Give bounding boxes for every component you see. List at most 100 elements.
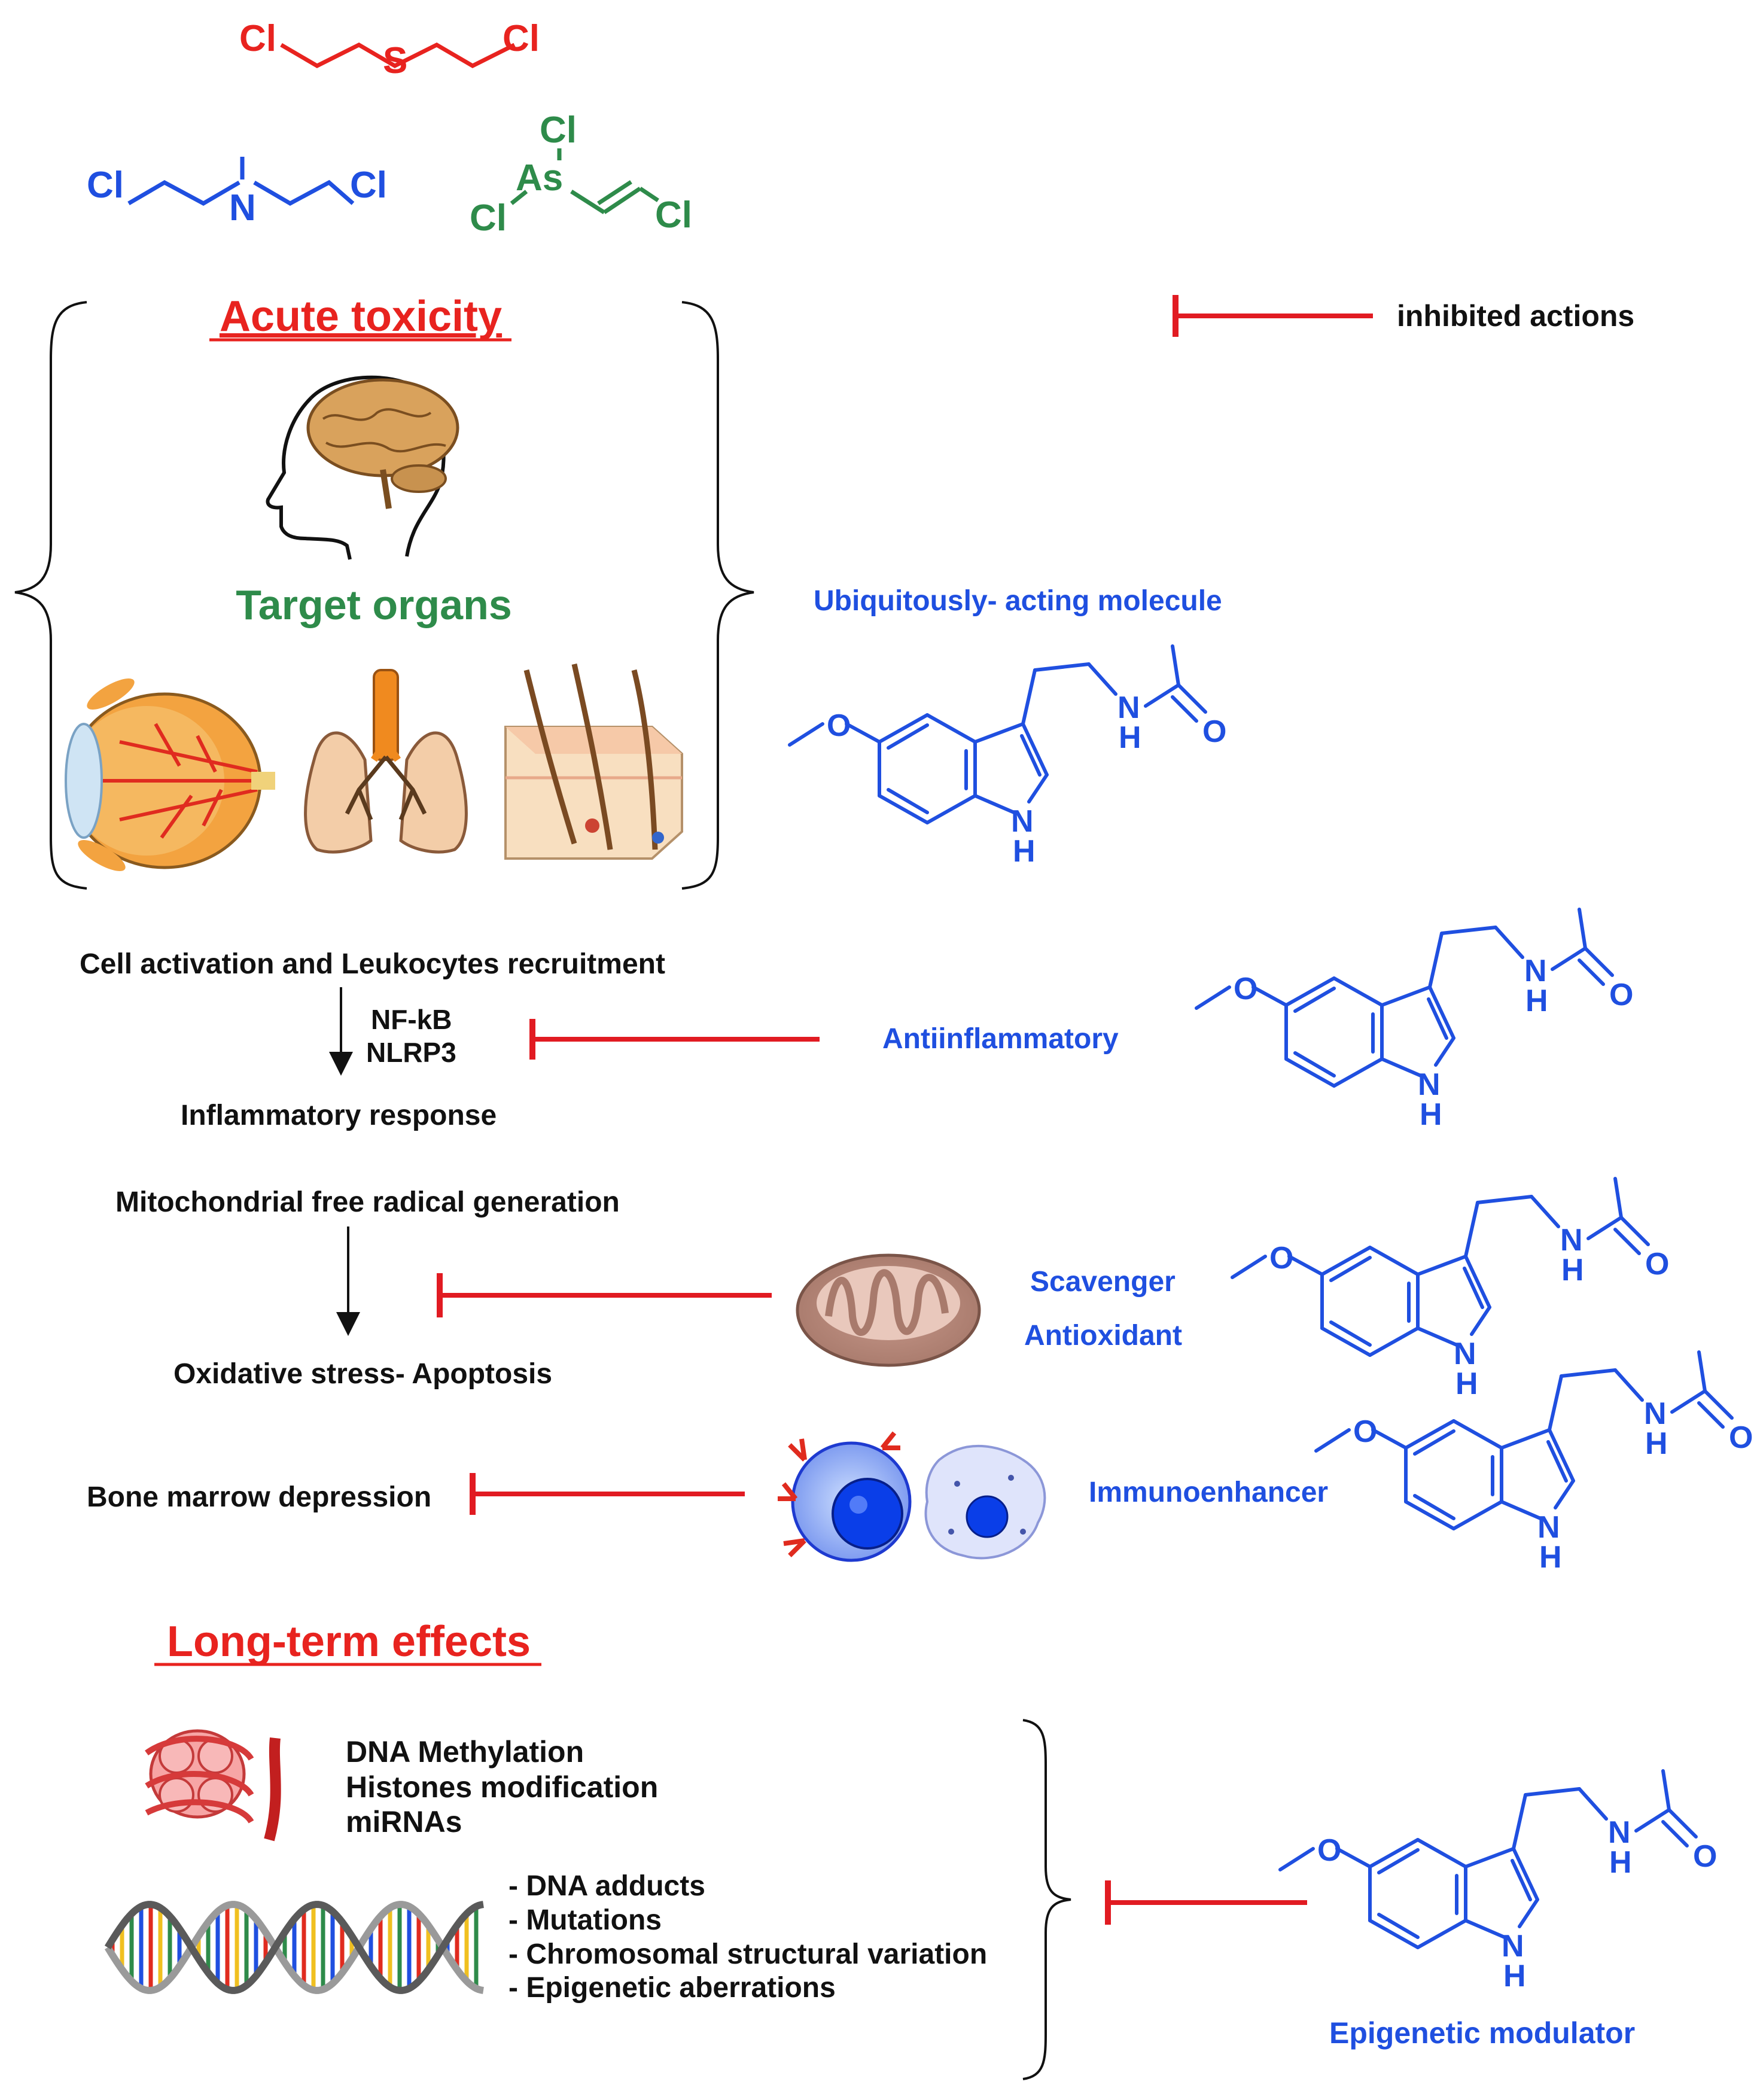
methoxy-bond: [845, 722, 881, 744]
mitochondrion-icon: [796, 1253, 981, 1367]
carbonyl-bond: [1177, 683, 1207, 714]
acetyl-bond: [1661, 1769, 1671, 1812]
benzene-bond: [1404, 1500, 1455, 1530]
amide-bond: [1586, 1216, 1623, 1240]
carbonyl-double-bond: [1171, 695, 1198, 723]
dna-backbone: [104, 1901, 484, 1994]
benzene-double-bond: [1413, 1429, 1455, 1456]
antiinflammatory-label: Antiinflammatory: [882, 1023, 1119, 1055]
lw-top-cl: Cl: [540, 109, 577, 151]
carbonyl-double-bond: [1578, 958, 1605, 986]
indole-hydrogen: H: [1503, 1959, 1526, 1994]
pyrrole-double-bond: [1427, 997, 1448, 1040]
nm-nitrogen: N: [229, 187, 256, 229]
benzene-bond: [1452, 1500, 1503, 1530]
indole-hydrogen: H: [1013, 834, 1036, 869]
methoxy-bond: [1195, 985, 1231, 1010]
benzene-bond: [1416, 1919, 1467, 1949]
chain-bond: [1087, 662, 1117, 696]
methoxy-bond: [1278, 1847, 1315, 1871]
benzene-bond: [1368, 1919, 1420, 1949]
carbonyl-double-bond: [1613, 1228, 1641, 1255]
bone-marrow-text: Bone marrow depression: [87, 1481, 431, 1513]
benzene-bond: [1320, 1246, 1372, 1276]
pyrrole-bond: [1512, 1847, 1539, 1901]
amide-bond: [1551, 946, 1587, 971]
chain-bond: [1494, 926, 1524, 959]
acute-left-brace: [14, 301, 87, 890]
benzene-bond: [1452, 1419, 1503, 1450]
epigenetic-item: Histones modification: [346, 1770, 658, 1804]
nitrogen-mustard-structure: Cl N Cl: [87, 157, 387, 229]
nm-left-cl: Cl: [87, 165, 124, 206]
chain-bond: [1560, 1368, 1617, 1378]
dna-damage-item: - Mutations: [508, 1904, 662, 1936]
oxidative-stress-text: Oxidative stress- Apoptosis: [173, 1358, 552, 1390]
benzene-bond: [925, 713, 977, 744]
benzene-bond: [878, 713, 929, 744]
carbonyl-oxygen: O: [1609, 978, 1633, 1012]
carbonyl-double-bond: [1661, 1820, 1689, 1848]
lw-left-cl: Cl: [470, 197, 507, 239]
acetyl-bond: [1578, 908, 1587, 950]
immune-cell-icon: [778, 1431, 912, 1562]
benzene-bond: [1284, 976, 1336, 1007]
amide-nitrogen: N: [1560, 1223, 1583, 1258]
pyrrole-double-bond: [1020, 734, 1042, 777]
carbonyl-oxygen: O: [1693, 1839, 1717, 1874]
pyrrole-bond: [1518, 1898, 1539, 1928]
pyrrole-bond: [1464, 1919, 1506, 1939]
benzene-double-bond: [1329, 1320, 1372, 1347]
chain-bond: [1428, 932, 1444, 989]
pyrrole-bond: [1434, 1036, 1455, 1067]
mitochondrial-text: Mitochondrial free radical generation: [115, 1186, 620, 1218]
nlrp3-label: NLRP3: [366, 1037, 456, 1068]
dna-backbone: [104, 1901, 484, 1994]
acetyl-bond: [1697, 1350, 1707, 1393]
methoxy-bond: [1287, 1255, 1324, 1276]
inhibit-bone-marrow: [470, 1473, 745, 1515]
pyrrole-double-bond: [1511, 1859, 1532, 1901]
chain-bond: [1530, 1195, 1560, 1228]
acetyl-bond: [1171, 644, 1180, 687]
lungs-icon: [304, 669, 468, 854]
antioxidant-label: Antioxidant: [1024, 1320, 1182, 1352]
nfkb-label: NF-kB: [371, 1004, 452, 1035]
acetyl-bond: [1613, 1177, 1623, 1219]
benzene-double-bond: [1377, 1848, 1420, 1874]
long-term-right-brace: [1022, 1719, 1071, 2080]
benzene-bond: [1416, 1838, 1467, 1868]
eye-icon: [65, 678, 275, 871]
benzene-double-bond: [887, 723, 929, 750]
legend-label: inhibited actions: [1397, 299, 1634, 333]
indole-nitrogen: N: [1454, 1337, 1476, 1371]
amide-nitrogen: N: [1644, 1396, 1667, 1431]
indole-hydrogen: H: [1455, 1366, 1478, 1401]
pyrrole-double-bond: [1463, 1267, 1484, 1309]
lewisite-structure: Cl As Cl Cl: [470, 109, 692, 239]
methoxy-oxygen: O: [1353, 1414, 1377, 1449]
chain-bond: [1440, 926, 1497, 935]
pyrrole-double-bond: [1546, 1440, 1568, 1483]
carbonyl-bond: [1584, 946, 1614, 977]
pyrrole-bond: [1500, 1428, 1551, 1450]
amide-bond: [1634, 1808, 1671, 1833]
chain-bond: [1548, 1374, 1563, 1432]
pyrrole-bond: [1500, 1500, 1542, 1520]
carbonyl-bond: [1619, 1216, 1650, 1246]
pyrrole-bond: [1470, 1305, 1491, 1336]
pyrrole-bond: [973, 794, 1016, 814]
benzene-bond: [1404, 1419, 1455, 1450]
carbonyl-oxygen: O: [1202, 714, 1226, 749]
immunoenhancer-label: Immunoenhancer: [1089, 1477, 1328, 1508]
epigenetic-modulator-label: Epigenetic modulator: [1329, 2016, 1635, 2050]
amide-hydrogen: H: [1609, 1845, 1632, 1880]
indole-hydrogen: H: [1420, 1097, 1442, 1132]
chain-bond: [1464, 1201, 1479, 1258]
carbonyl-oxygen: O: [1645, 1247, 1669, 1282]
methoxy-oxygen: O: [827, 708, 851, 743]
legend: inhibited actions: [1173, 295, 1634, 337]
